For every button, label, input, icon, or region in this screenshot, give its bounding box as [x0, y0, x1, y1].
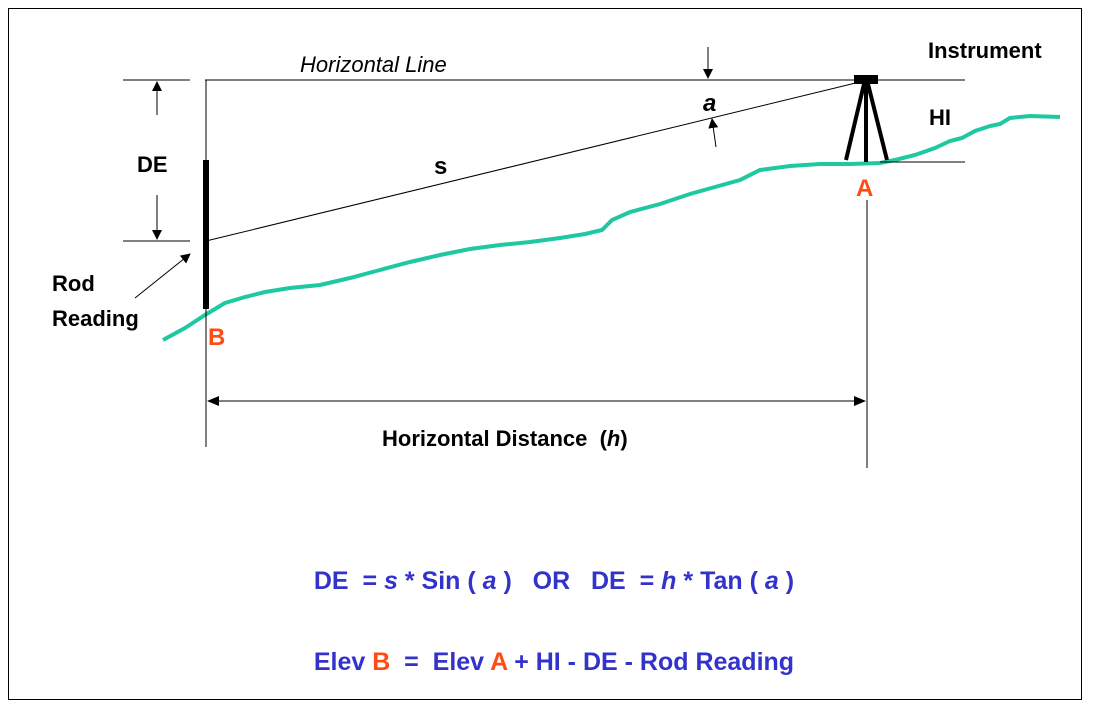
- point-a-label: A: [856, 175, 873, 202]
- hi-label: HI: [929, 105, 951, 130]
- diagram-frame: [8, 8, 1082, 700]
- ground-line: [162, 113, 1061, 342]
- point-b-label: B: [208, 324, 225, 351]
- formula-elevation: Elev B = Elev A + HI - DE - Rod Reading: [313, 648, 795, 676]
- de-label: DE: [137, 152, 168, 177]
- rod-reading-label-line1: Rod: [52, 271, 95, 296]
- slope-line: [205, 79, 869, 242]
- distance-arrow-right-head: [854, 396, 866, 406]
- distance-arrow-left-head: [207, 396, 219, 406]
- formula-de: DE = s * Sin ( a ) OR DE = h * Tan ( a ): [313, 567, 795, 595]
- horizontal-distance-label: Horizontal Distance (h): [382, 426, 628, 451]
- tripod-icon: [844, 83, 889, 162]
- instrument-label: Instrument: [928, 38, 1042, 63]
- angle-label: a: [703, 90, 716, 117]
- horizontal-line-label: Horizontal Line: [300, 52, 447, 77]
- angle-arrow-bottom: [708, 118, 719, 148]
- rod-reading-pointer: [134, 253, 191, 299]
- rod-reading-label-line2: Reading: [52, 306, 139, 331]
- slope-label: s: [434, 153, 447, 180]
- instrument-head: [854, 75, 878, 84]
